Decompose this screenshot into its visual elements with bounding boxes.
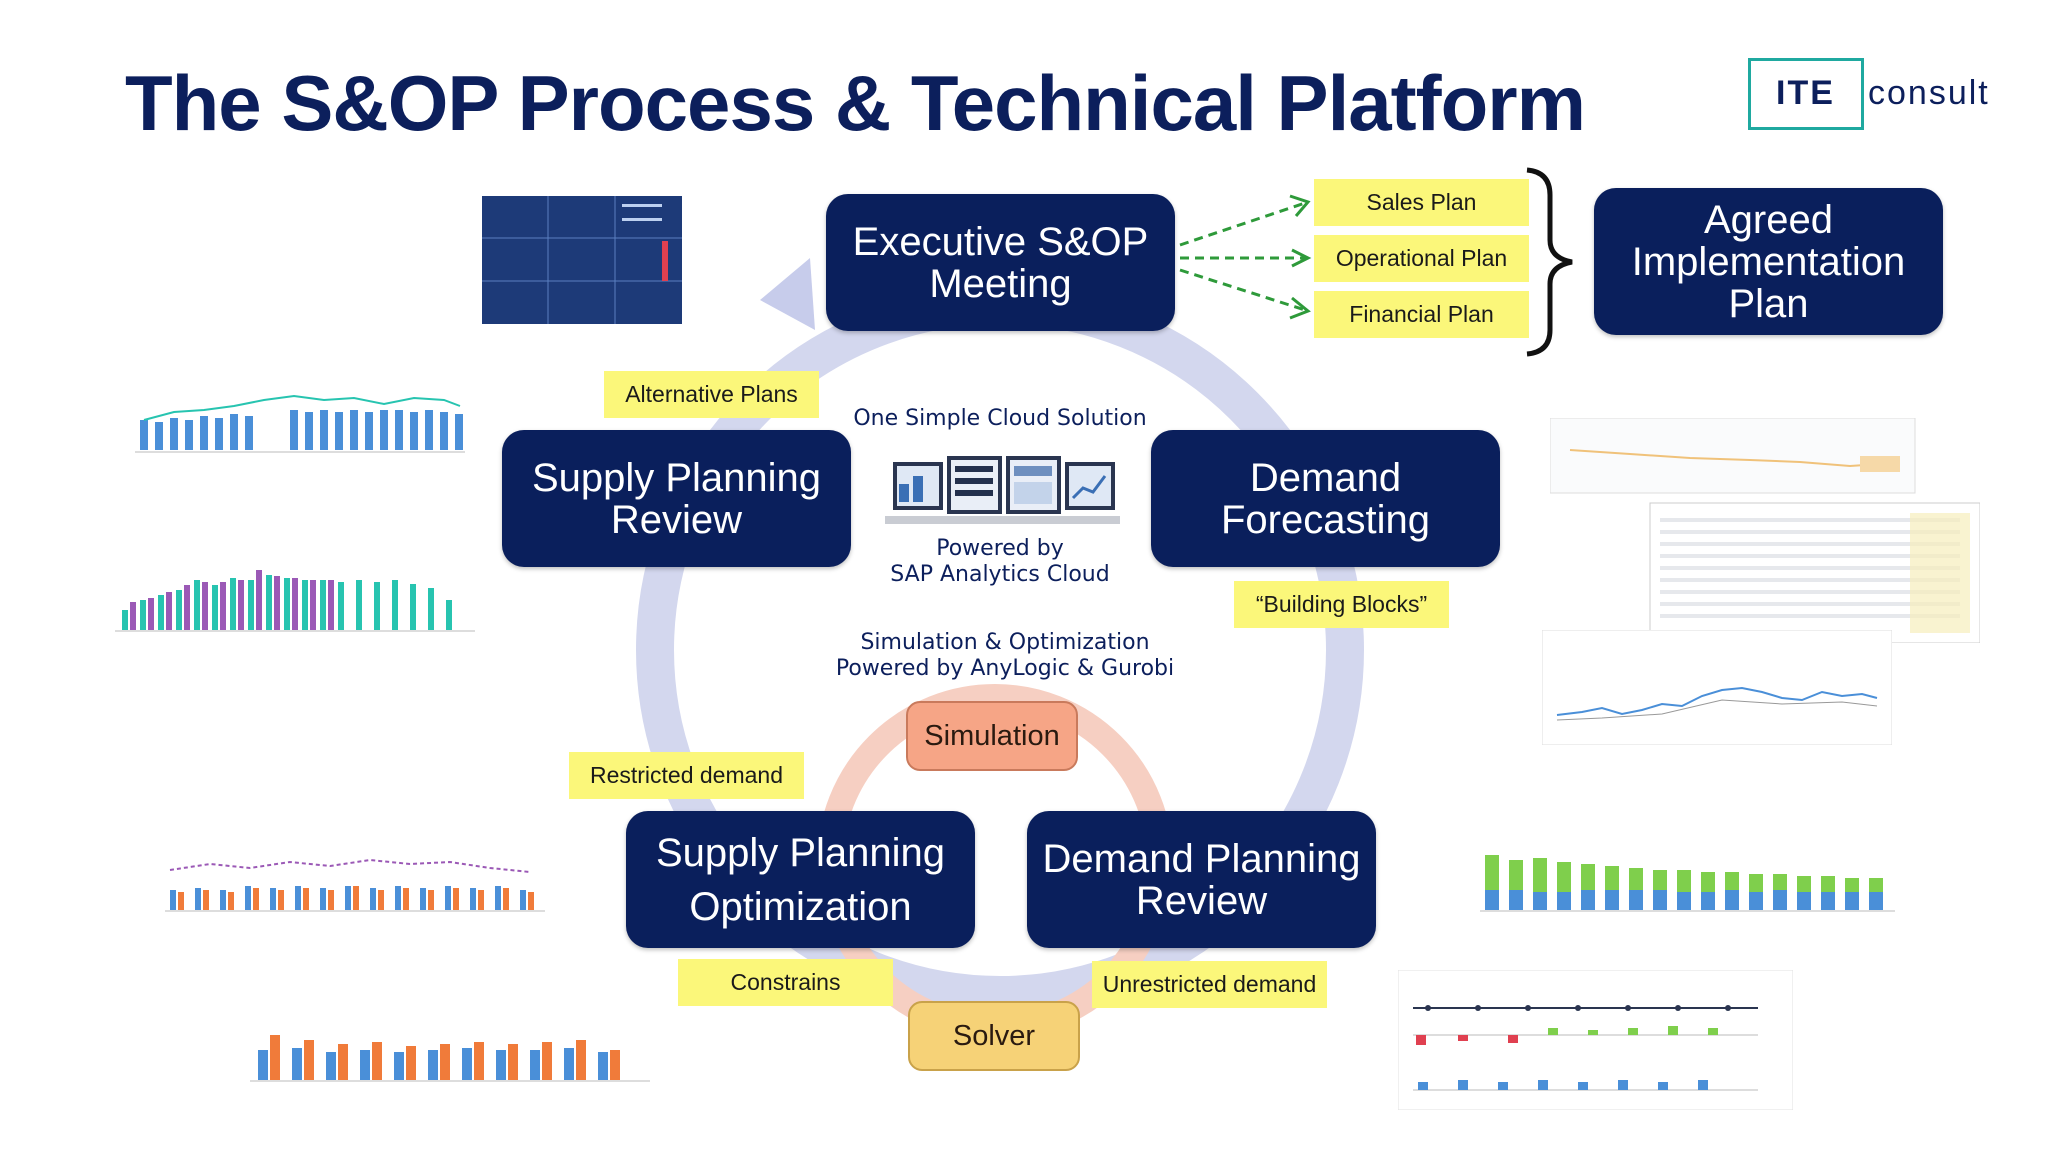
simulation-box: Simulation	[906, 701, 1078, 771]
chart-thumbnail-left-3	[165, 858, 545, 912]
demand-planning-review-label: Demand Planning Review	[1042, 836, 1361, 923]
dashboard-thumbnail-top	[482, 196, 682, 324]
dashboard-monitors-icon	[885, 456, 1120, 524]
executive-sop-meeting-label: Executive S&OP Meeting	[852, 219, 1149, 306]
demand-forecasting-label: Demand Forecasting	[1221, 455, 1430, 542]
dashed-arrows	[1165, 201, 1306, 312]
chart-thumbnail-left-1	[135, 394, 465, 453]
constrains-label: Constrains	[678, 959, 893, 1006]
cloud-solution-text: One Simple Cloud Solution	[853, 406, 1147, 431]
logo-ite-text: ITE	[1776, 74, 1835, 112]
chart-thumbnail-left-2	[115, 570, 475, 632]
table-thumbnail-right	[1550, 418, 1980, 643]
restricted-demand-label: Restricted demand	[569, 752, 804, 799]
demand-forecasting-box: Demand Forecasting	[1151, 430, 1500, 567]
supply-planning-review-box: Supply Planning Review	[502, 430, 851, 567]
stacked-bar-thumbnail-right	[1480, 855, 1895, 912]
unrestricted-demand-label: Unrestricted demand	[1092, 961, 1327, 1008]
ite-consult-logo: ITE consult	[1748, 58, 1998, 130]
bracket	[1526, 167, 1573, 357]
alternative-plans-label: Alternative Plans	[604, 371, 819, 418]
anylogic-gurobi-text: Powered by AnyLogic & Gurobi	[835, 656, 1175, 681]
supply-planning-optimization-box: Supply Planning Optimization	[626, 811, 975, 948]
cycle-arrowhead	[760, 258, 815, 330]
financial-plan-label: Financial Plan	[1314, 291, 1529, 338]
solver-box: Solver	[908, 1001, 1080, 1071]
operational-plan-label: Operational Plan	[1314, 235, 1529, 282]
supply-planning-optimization-label: Supply Planning Optimization	[655, 830, 946, 929]
sales-plan-label: Sales Plan	[1314, 179, 1529, 226]
arrowheads	[1289, 194, 1312, 320]
executive-sop-meeting-box: Executive S&OP Meeting	[826, 194, 1175, 331]
sap-analytics-cloud-text: SAP Analytics Cloud	[890, 562, 1110, 587]
powered-by-text: Powered by	[936, 536, 1064, 561]
logo-consult-text: consult	[1868, 74, 1990, 112]
chart-thumbnail-left-4	[250, 1035, 650, 1082]
logo-frame	[1748, 58, 1864, 130]
demand-planning-review-box: Demand Planning Review	[1027, 811, 1376, 948]
line-chart-thumbnail-right	[1542, 630, 1892, 745]
supply-planning-review-label: Supply Planning Review	[531, 455, 822, 542]
variance-chart-thumbnail-right	[1398, 970, 1793, 1110]
agreed-implementation-plan-label: Agreed Implementation Plan	[1631, 197, 1906, 326]
page-title: The S&OP Process & Technical Platform	[125, 59, 1586, 147]
simulation-optimization-text: Simulation & Optimization	[860, 630, 1150, 655]
building-blocks-label: “Building Blocks”	[1234, 581, 1449, 628]
agreed-implementation-plan-box: Agreed Implementation Plan	[1594, 188, 1943, 335]
